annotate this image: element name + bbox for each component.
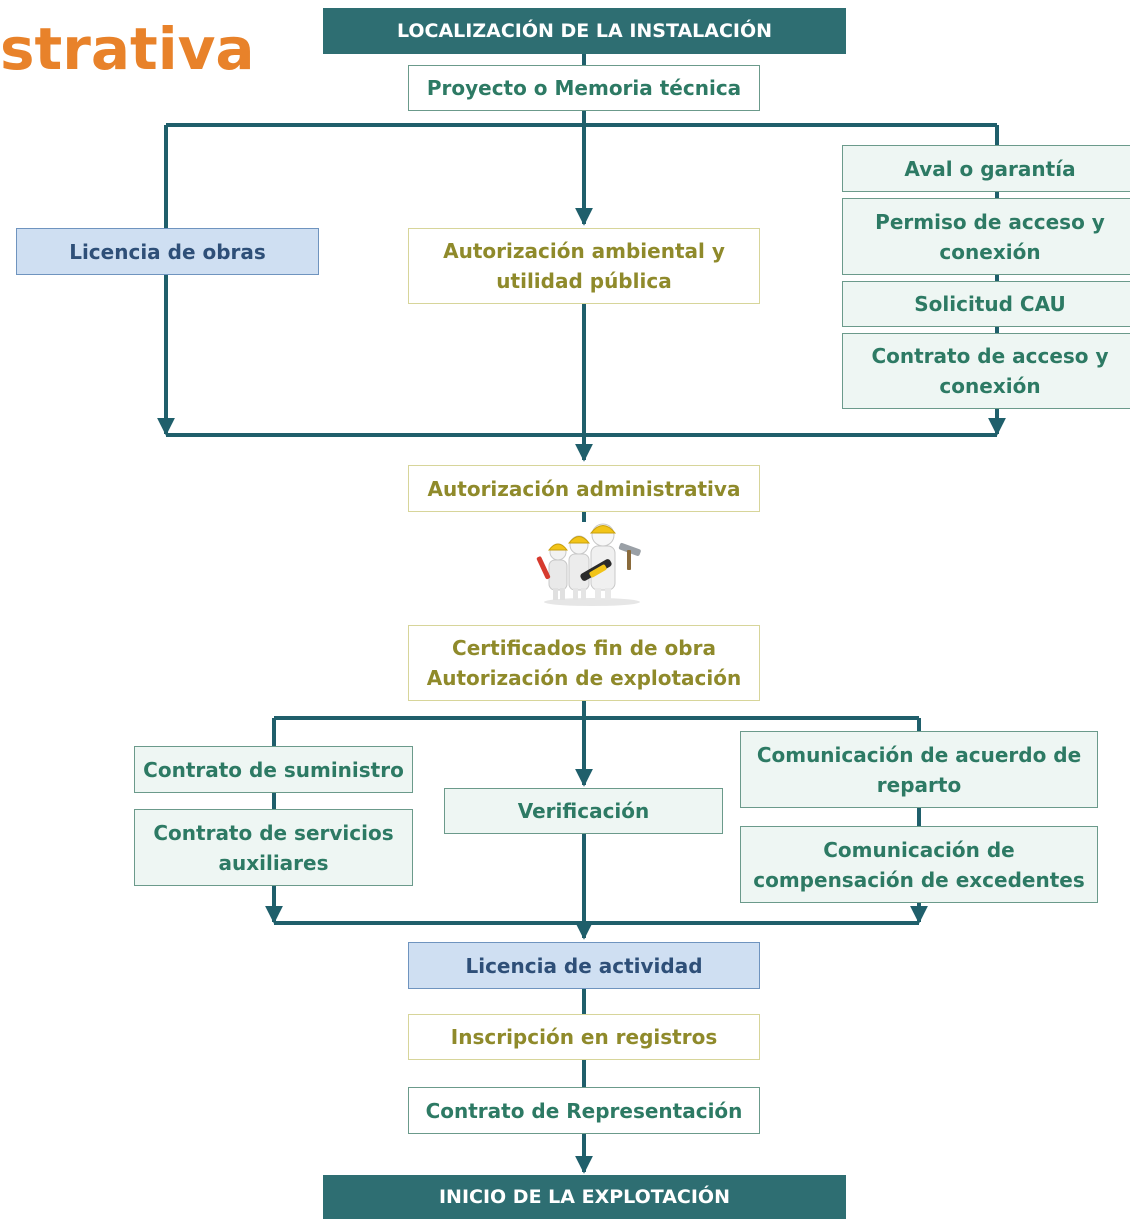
aval-box: Aval o garantía bbox=[842, 145, 1130, 192]
contrato-representacion-box: Contrato de Representación bbox=[408, 1087, 760, 1134]
proyecto-box: Proyecto o Memoria técnica bbox=[408, 65, 760, 111]
verificacion-box: Verificación bbox=[444, 788, 723, 834]
permiso-acceso-box: Permiso de acceso y conexión bbox=[842, 198, 1130, 275]
page-title-fragment: strativa bbox=[0, 15, 255, 83]
end-header: INICIO DE LA EXPLOTACIÓN bbox=[323, 1175, 846, 1219]
inscripcion-box: Inscripción en registros bbox=[408, 1014, 760, 1060]
certificados-line-1: Certificados fin de obra bbox=[452, 636, 716, 660]
contrato-acceso-box: Contrato de acceso y conexión bbox=[842, 333, 1130, 409]
start-header: LOCALIZACIÓN DE LA INSTALACIÓN bbox=[323, 8, 846, 54]
licencia-actividad-box: Licencia de actividad bbox=[408, 942, 760, 989]
certificados-box: Certificados fin de obra Autorización de… bbox=[408, 625, 760, 701]
autorizacion-administrativa-box: Autorización administrativa bbox=[408, 465, 760, 512]
licencia-obras-box: Licencia de obras bbox=[16, 228, 319, 275]
autorizacion-ambiental-box: Autorización ambiental y utilidad públic… bbox=[408, 228, 760, 304]
comunicacion-excedentes-box: Comunicación de compensación de excedent… bbox=[740, 826, 1098, 903]
comunicacion-reparto-box: Comunicación de acuerdo de reparto bbox=[740, 731, 1098, 808]
solicitud-cau-box: Solicitud CAU bbox=[842, 281, 1130, 327]
contrato-suministro-box: Contrato de suministro bbox=[134, 746, 413, 793]
workers-illustration-icon bbox=[536, 523, 641, 606]
contrato-servicios-box: Contrato de servicios auxiliares bbox=[134, 809, 413, 886]
certificados-line-2: Autorización de explotación bbox=[426, 666, 742, 690]
